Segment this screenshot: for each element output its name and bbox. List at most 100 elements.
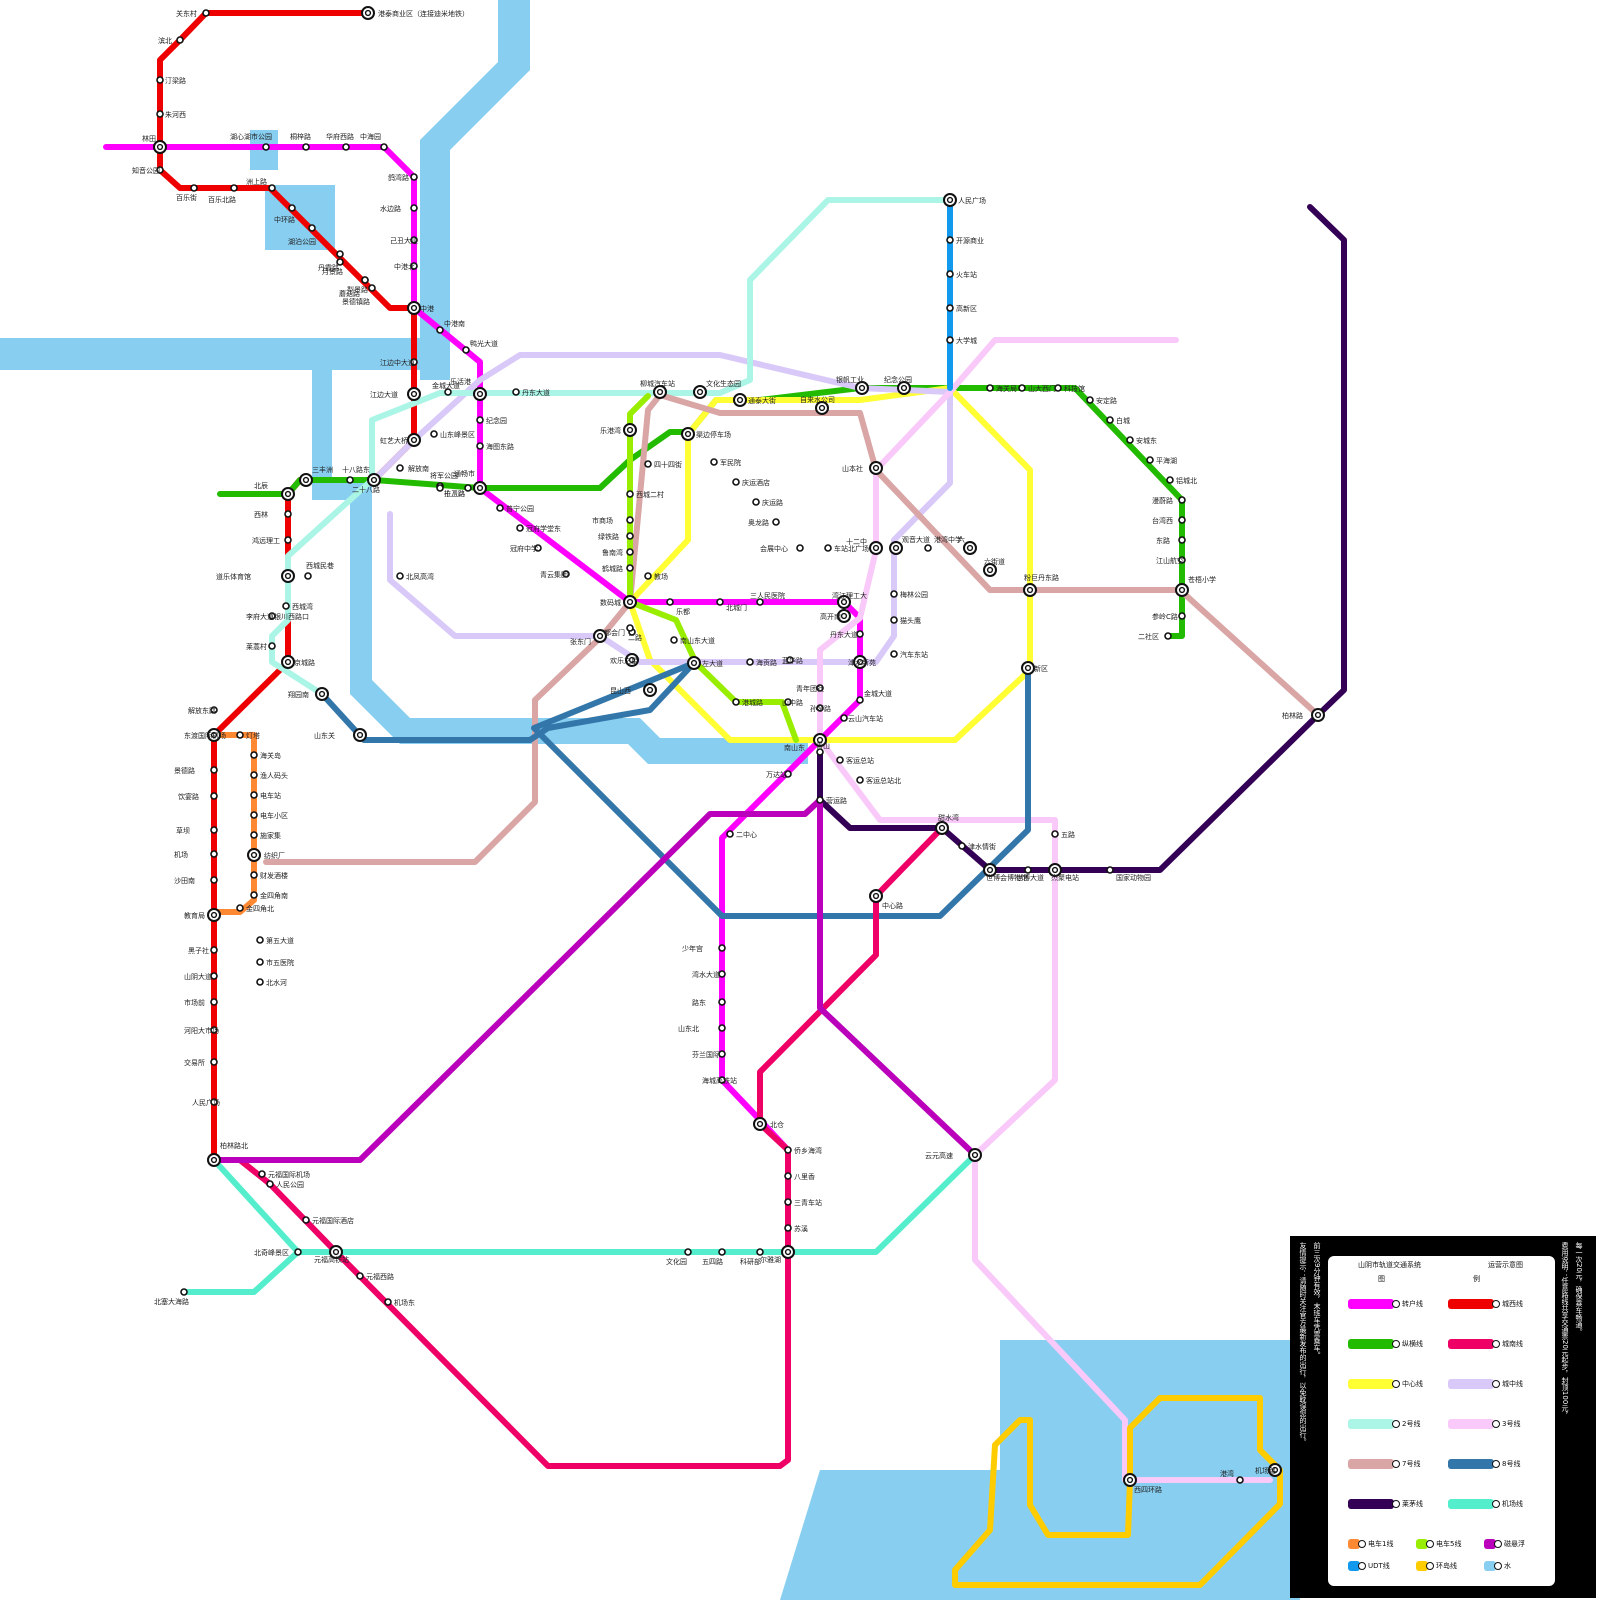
station[interactable] — [947, 237, 953, 243]
station[interactable] — [925, 545, 931, 551]
station[interactable] — [891, 651, 897, 657]
station[interactable] — [465, 485, 471, 491]
station[interactable] — [257, 959, 263, 965]
station[interactable] — [1087, 397, 1093, 403]
station[interactable] — [337, 251, 343, 257]
station[interactable] — [757, 1249, 763, 1255]
station[interactable] — [231, 185, 237, 191]
station[interactable] — [211, 877, 217, 883]
station[interactable] — [785, 1199, 791, 1205]
station[interactable] — [1179, 517, 1185, 523]
station[interactable] — [627, 565, 633, 571]
station[interactable] — [251, 872, 257, 878]
station[interactable] — [645, 573, 651, 579]
station[interactable] — [627, 549, 633, 555]
station[interactable] — [1179, 537, 1185, 543]
station[interactable] — [1237, 1477, 1243, 1483]
station[interactable] — [817, 797, 823, 803]
station[interactable] — [947, 305, 953, 311]
station[interactable] — [237, 905, 243, 911]
station[interactable] — [357, 1273, 363, 1279]
station[interactable] — [719, 999, 725, 1005]
station[interactable] — [513, 389, 519, 395]
station[interactable] — [251, 752, 257, 758]
station[interactable] — [347, 477, 353, 483]
station[interactable] — [362, 277, 368, 283]
station[interactable] — [733, 699, 739, 705]
station[interactable] — [947, 271, 953, 277]
station[interactable] — [671, 637, 677, 643]
station[interactable] — [251, 832, 257, 838]
station[interactable] — [987, 385, 993, 391]
station[interactable] — [773, 519, 779, 525]
station[interactable] — [309, 225, 315, 231]
station[interactable] — [857, 697, 863, 703]
station[interactable] — [203, 10, 209, 16]
station[interactable] — [463, 347, 469, 353]
station[interactable] — [797, 545, 803, 551]
station[interactable] — [191, 185, 197, 191]
station[interactable] — [211, 1059, 217, 1065]
station[interactable] — [285, 511, 291, 517]
station[interactable] — [685, 1249, 691, 1255]
station[interactable] — [211, 793, 217, 799]
station[interactable] — [1165, 633, 1171, 639]
station[interactable] — [369, 285, 375, 291]
station[interactable] — [381, 144, 387, 150]
station[interactable] — [947, 337, 953, 343]
station[interactable] — [257, 937, 263, 943]
station[interactable] — [785, 1173, 791, 1179]
station[interactable] — [1147, 457, 1153, 463]
station[interactable] — [437, 327, 443, 333]
station[interactable] — [841, 715, 847, 721]
station[interactable] — [1107, 417, 1113, 423]
station[interactable] — [627, 625, 633, 631]
station[interactable] — [719, 945, 725, 951]
station[interactable] — [667, 599, 673, 605]
station[interactable] — [1127, 437, 1133, 443]
station[interactable] — [303, 144, 309, 150]
station[interactable] — [269, 185, 275, 191]
station[interactable] — [891, 591, 897, 597]
station[interactable] — [717, 599, 723, 605]
station[interactable] — [477, 417, 483, 423]
station[interactable] — [959, 843, 965, 849]
station[interactable] — [1025, 867, 1031, 873]
station[interactable] — [295, 1249, 301, 1255]
station[interactable] — [857, 777, 863, 783]
station[interactable] — [251, 792, 257, 798]
station[interactable] — [477, 443, 483, 449]
station[interactable] — [733, 479, 739, 485]
station[interactable] — [627, 491, 633, 497]
station[interactable] — [269, 643, 275, 649]
station[interactable] — [1179, 613, 1185, 619]
station[interactable] — [263, 144, 269, 150]
station[interactable] — [837, 757, 843, 763]
station[interactable] — [211, 827, 217, 833]
station[interactable] — [257, 979, 263, 985]
station[interactable] — [303, 1217, 309, 1223]
station[interactable] — [259, 1171, 265, 1177]
station[interactable] — [727, 831, 733, 837]
station[interactable] — [785, 1225, 791, 1231]
station[interactable] — [283, 603, 289, 609]
station[interactable] — [627, 517, 633, 523]
station[interactable] — [825, 545, 831, 551]
station[interactable] — [251, 812, 257, 818]
station[interactable] — [645, 461, 651, 467]
station[interactable] — [517, 525, 523, 531]
station[interactable] — [251, 892, 257, 898]
station[interactable] — [627, 533, 633, 539]
station[interactable] — [719, 1025, 725, 1031]
station[interactable] — [1107, 867, 1113, 873]
station[interactable] — [497, 505, 503, 511]
station[interactable] — [711, 459, 717, 465]
station[interactable] — [237, 732, 243, 738]
station[interactable] — [211, 999, 217, 1005]
station[interactable] — [411, 174, 417, 180]
station[interactable] — [437, 485, 443, 491]
station[interactable] — [211, 851, 217, 857]
station[interactable] — [177, 37, 183, 43]
station[interactable] — [385, 1299, 391, 1305]
station[interactable] — [431, 431, 437, 437]
